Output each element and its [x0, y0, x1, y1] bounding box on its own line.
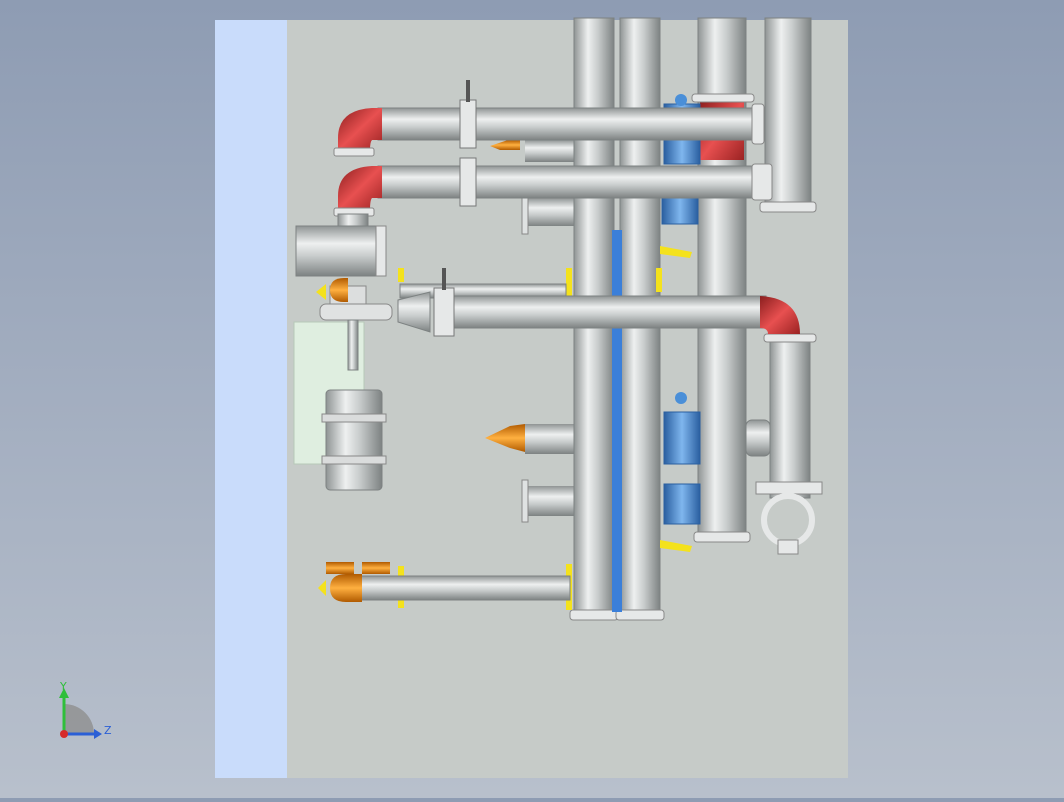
z-axis-label: Z	[104, 724, 112, 737]
pipe-horizontal-bottom	[318, 562, 571, 602]
valve-actuator	[321, 319, 387, 491]
pipe-horizontal-1	[333, 80, 765, 157]
orange-elbow-upper	[330, 278, 348, 302]
yellow-bracket-upper	[316, 284, 326, 300]
coordinate-triad[interactable]: Y Z	[59, 680, 112, 739]
pipe-horizontal-3	[319, 268, 800, 337]
z-axis-arrowhead	[94, 729, 102, 739]
y-axis-label: Y	[59, 680, 67, 693]
x-axis-dot	[60, 730, 68, 738]
wall-surface	[215, 20, 287, 778]
pipe-vertical-right-b	[759, 17, 817, 499]
y-axis-arrowhead	[59, 688, 69, 698]
triad-arc	[64, 704, 94, 734]
blue-indicator-strip	[612, 230, 622, 612]
pipe-end-ring	[755, 481, 823, 555]
side-fitting	[745, 419, 771, 457]
butterfly-valve-lower	[663, 392, 701, 525]
pipe-horizontal-2	[333, 157, 773, 217]
tee-chamber	[295, 213, 387, 277]
